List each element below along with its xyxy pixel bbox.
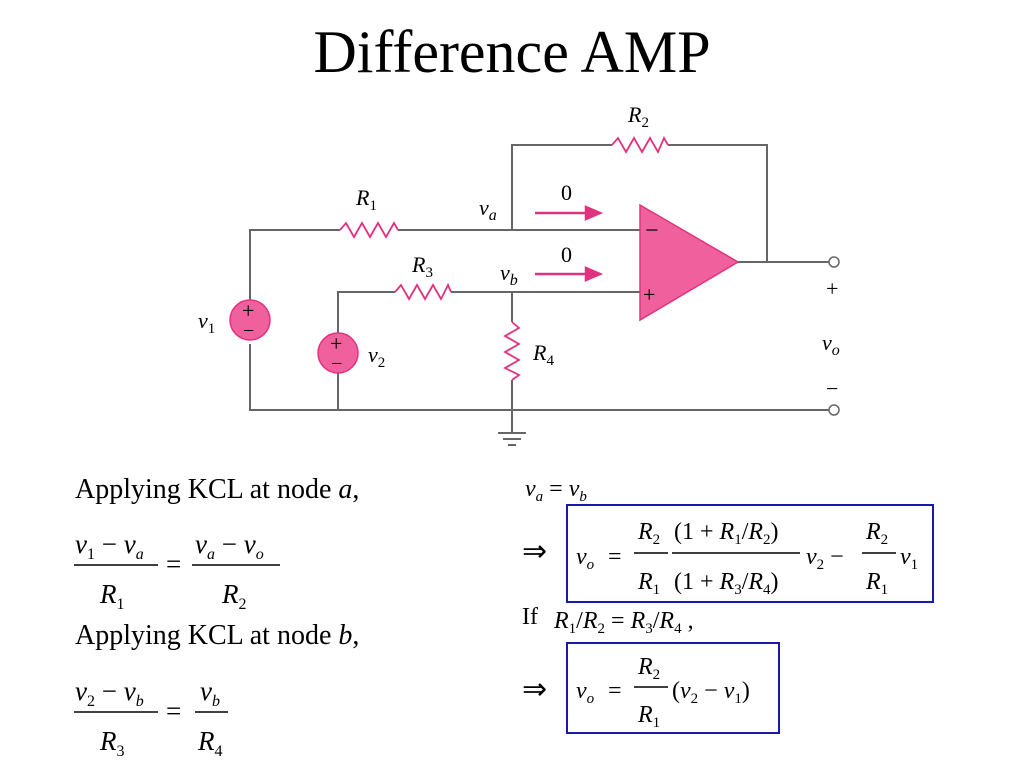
svg-text:R1: R1: [637, 702, 660, 731]
general-result-box: vo = R2 R1 (1 + R1/R2) (1 + R3/R4) v2 − …: [566, 504, 934, 603]
current-a-label: 0: [561, 180, 572, 205]
svg-text:=: =: [608, 544, 622, 570]
special-result-box: vo = R2 R1 (v2 − v1): [566, 642, 780, 734]
if-condition: If: [522, 604, 538, 630]
kcl-node-b-equation: v2 − vb R3 = vb R4: [74, 676, 228, 760]
svg-text:(1 + R3/R4): (1 + R3/R4): [674, 569, 779, 598]
source-v2-minus: −: [331, 353, 342, 375]
svg-text:va = vb: va = vb: [525, 476, 587, 505]
label-r1: R1: [355, 185, 377, 214]
svg-text:R1: R1: [99, 579, 125, 613]
svg-text:(1 + R1/R2): (1 + R1/R2): [674, 519, 779, 548]
svg-text:vo: vo: [576, 678, 595, 707]
svg-text:vb: vb: [200, 676, 220, 710]
svg-text:R1: R1: [637, 569, 660, 598]
label-v1: v1: [198, 308, 215, 337]
current-arrow-a: [535, 205, 604, 221]
general-result-equation: vo = R2 R1 (1 + R1/R2) (1 + R3/R4) v2 − …: [576, 519, 918, 598]
output-terminal-bottom: [828, 404, 840, 416]
source-v1-plus: +: [242, 298, 254, 323]
ground-symbol: [498, 432, 526, 446]
resistor-r2: [611, 135, 669, 155]
svg-text:v1 − va: v1 − va: [75, 529, 144, 563]
svg-text:va − vo: va − vo: [195, 529, 264, 563]
kcl-node-a-text: Applying KCL at node a,: [75, 474, 360, 505]
resistor-r3: [394, 282, 452, 301]
label-va: va: [479, 195, 497, 224]
source-v1: [229, 299, 271, 341]
kcl-node-a-equation: v1 − va R1 = va − vo R2: [74, 529, 280, 613]
svg-text:=: =: [166, 696, 181, 726]
source-v2-plus: +: [330, 331, 342, 356]
label-r3: R3: [411, 252, 433, 281]
implies-arrow-1: ⇒: [522, 535, 548, 568]
svg-text:v2 −: v2 −: [806, 544, 844, 573]
svg-text:v1: v1: [900, 544, 918, 573]
svg-text:R4: R4: [197, 726, 223, 760]
current-arrow-b: [535, 266, 604, 282]
circuit-wires: [249, 144, 830, 432]
resistor-r4: [503, 321, 521, 381]
source-v2: [317, 332, 359, 374]
output-terminal-top: [828, 256, 840, 268]
svg-text:vo: vo: [576, 544, 595, 573]
svg-text:R1: R1: [865, 569, 888, 598]
opamp-triangle: [639, 203, 740, 322]
slide-title: Difference AMP: [313, 19, 711, 85]
svg-text:R1/R2 = R3/R4 ,: R1/R2 = R3/R4 ,: [553, 608, 694, 637]
svg-text:R2: R2: [637, 654, 660, 683]
svg-text:(v2 − v1): (v2 − v1): [672, 678, 750, 707]
svg-text:R3: R3: [99, 726, 125, 760]
label-r4: R4: [532, 340, 554, 369]
va-equals-vb: va = vb: [525, 476, 587, 505]
source-v1-minus: −: [243, 320, 254, 342]
implies-arrow-2: ⇒: [522, 673, 548, 706]
svg-text:R2: R2: [865, 519, 888, 548]
resistor-r1: [339, 221, 399, 239]
output-plus-label: +: [826, 276, 838, 301]
svg-text:R2: R2: [221, 579, 247, 613]
resistor-ratio-condition: R1/R2 = R3/R4 ,: [553, 608, 694, 637]
current-b-label: 0: [561, 242, 572, 267]
label-vb: vb: [500, 260, 518, 289]
label-vo: vo: [822, 330, 840, 359]
svg-text:v2 − vb: v2 − vb: [75, 676, 144, 710]
output-minus-label: −: [826, 376, 838, 401]
special-result-equation: vo = R2 R1 (v2 − v1): [576, 654, 750, 731]
label-v2: v2: [368, 342, 385, 371]
svg-text:=: =: [608, 678, 622, 704]
svg-text:R2: R2: [637, 519, 660, 548]
label-r2: R2: [627, 102, 649, 131]
opamp-minus-label: −: [645, 218, 659, 244]
kcl-node-b-text: Applying KCL at node b,: [75, 620, 360, 651]
opamp-plus-label: +: [643, 282, 655, 307]
svg-text:=: =: [166, 549, 181, 579]
